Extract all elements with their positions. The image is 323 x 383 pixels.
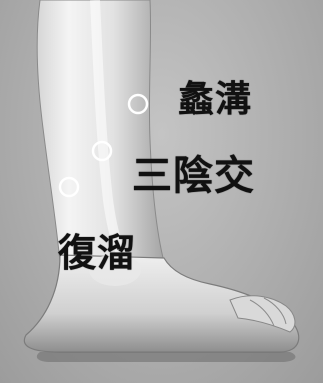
- sole-shadow: [37, 352, 296, 362]
- fuliu-label: 復溜: [58, 222, 136, 277]
- ligou-label: 蠡溝: [178, 70, 252, 122]
- sanyinjiao-label: 三陰交: [132, 143, 255, 201]
